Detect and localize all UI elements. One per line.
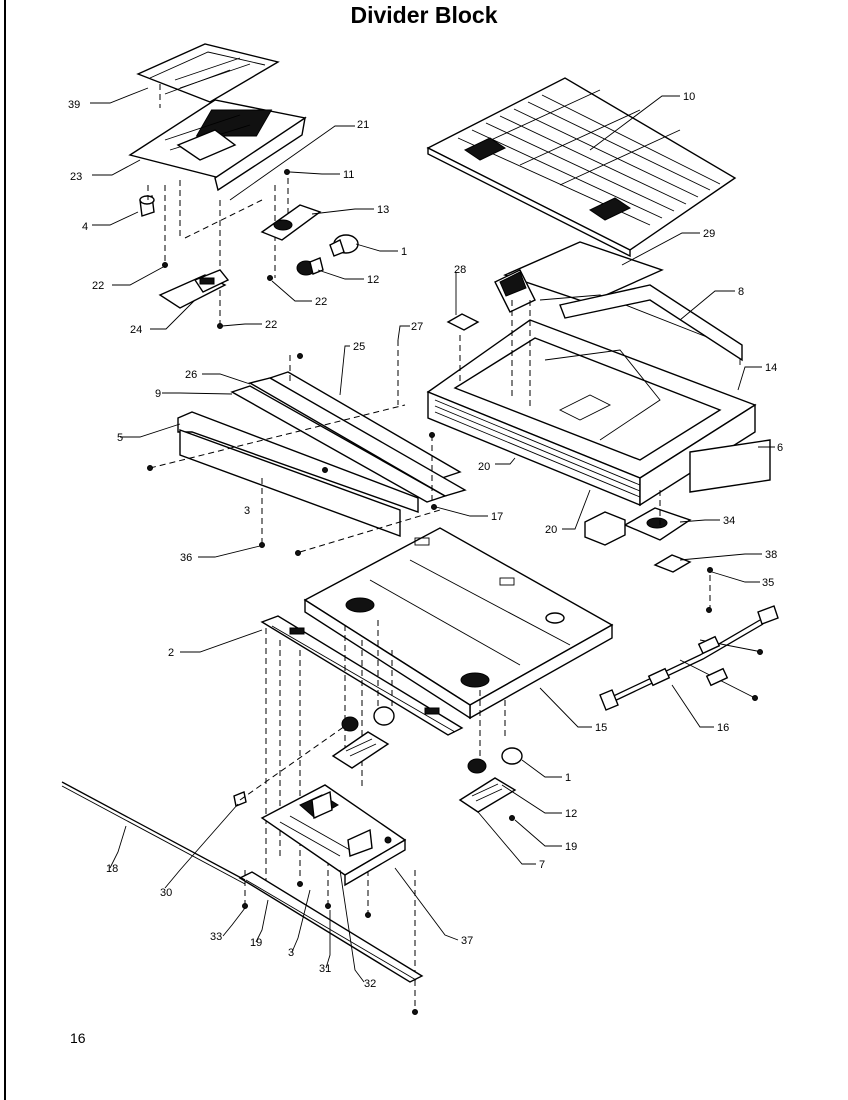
part-12-upper <box>296 257 324 276</box>
callout-21: 21 <box>357 119 369 131</box>
page-number: 16 <box>70 1030 86 1046</box>
callout-24: 24 <box>130 324 142 336</box>
part-4 <box>139 195 155 217</box>
callout-18: 18 <box>106 863 118 875</box>
callout-33: 33 <box>210 931 222 943</box>
callout-10: 10 <box>683 91 695 103</box>
part-18 <box>61 781 246 885</box>
callout-1-lower: 1 <box>565 772 571 784</box>
part-30 <box>233 725 346 807</box>
callout-5: 5 <box>117 432 123 444</box>
part-6 <box>689 439 771 493</box>
part-14-housing <box>426 269 757 507</box>
callout-8: 8 <box>738 286 744 298</box>
callout-22-a: 22 <box>92 280 104 292</box>
part-24 <box>158 269 230 309</box>
part-1-lower <box>373 706 523 765</box>
callout-3-b: 3 <box>288 947 294 959</box>
page-title: Divider Block <box>350 2 498 28</box>
part-37 <box>260 784 407 887</box>
callout-20-a: 20 <box>478 461 490 473</box>
part-26 <box>248 377 467 497</box>
part-34 <box>623 507 692 541</box>
callout-1-upper: 1 <box>401 246 407 258</box>
callout-17: 17 <box>491 511 503 523</box>
callout-26: 26 <box>185 369 197 381</box>
callout-9: 9 <box>155 388 161 400</box>
part-29 <box>503 241 664 304</box>
leader-lines <box>90 87 775 983</box>
callout-31: 31 <box>319 963 331 975</box>
part-3 <box>238 871 424 983</box>
callout-27: 27 <box>411 321 423 333</box>
callout-28: 28 <box>454 264 466 276</box>
part-16 <box>599 605 779 711</box>
callout-13: 13 <box>377 204 389 216</box>
part-8 <box>559 284 743 362</box>
callout-19-a: 19 <box>565 841 577 853</box>
part-10 <box>426 77 737 258</box>
callout-6: 6 <box>777 442 783 454</box>
callout-2: 2 <box>168 647 174 659</box>
callout-39: 39 <box>68 99 80 111</box>
callout-20-b: 20 <box>545 524 557 536</box>
callout-30: 30 <box>160 887 172 899</box>
callout-34: 34 <box>723 515 735 527</box>
callout-29: 29 <box>703 228 715 240</box>
part-13 <box>260 204 322 241</box>
callout-37: 37 <box>461 935 473 947</box>
callout-7: 7 <box>539 859 545 871</box>
callout-38: 38 <box>765 549 777 561</box>
callout-23: 23 <box>70 171 82 183</box>
page-left-border <box>4 0 6 1100</box>
callout-3-a: 3 <box>244 505 250 517</box>
part-38 <box>653 554 692 573</box>
callout-22-c: 22 <box>265 319 277 331</box>
part-28 <box>446 313 480 331</box>
part-12-lower <box>341 716 487 774</box>
callout-labels: 39 23 4 21 11 13 1 12 22 22 22 24 10 29 … <box>68 91 783 990</box>
part-7 <box>331 731 517 813</box>
part-block-front <box>584 511 626 546</box>
part-9 <box>230 385 447 503</box>
callout-12-upper: 12 <box>367 274 379 286</box>
callout-22-b: 22 <box>315 296 327 308</box>
callout-11: 11 <box>343 169 354 181</box>
callout-16: 16 <box>717 722 729 734</box>
part-15 <box>303 527 614 720</box>
callout-25: 25 <box>353 341 365 353</box>
callout-14: 14 <box>765 362 777 374</box>
part-5 <box>177 411 419 538</box>
callout-35: 35 <box>762 577 774 589</box>
callout-36: 36 <box>180 552 192 564</box>
part-39 <box>136 43 280 108</box>
part-1-upper <box>329 234 359 257</box>
callout-12-lower: 12 <box>565 808 577 820</box>
callout-32: 32 <box>364 978 376 990</box>
callout-15: 15 <box>595 722 607 734</box>
part-23 <box>128 99 307 192</box>
callout-4: 4 <box>82 221 88 233</box>
screws <box>147 169 763 1015</box>
callout-19-b: 19 <box>250 937 262 949</box>
